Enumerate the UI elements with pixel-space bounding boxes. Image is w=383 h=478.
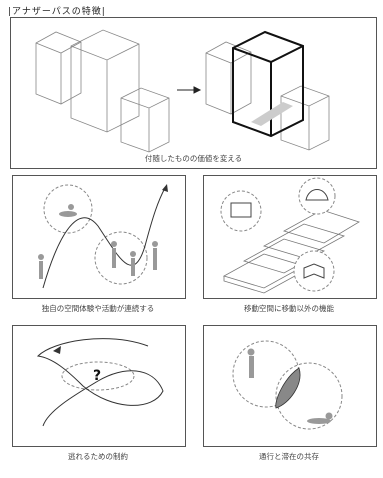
panel-other-functions [203, 175, 377, 299]
panel-coexistence [203, 325, 377, 447]
caption-other-functions: 移動空間に移動以外の機能 [244, 304, 334, 313]
page-title: |アナザーパスの特徴| [8, 7, 106, 17]
caption-escape-constraint: 逃れるための制約 [68, 452, 128, 461]
coexistence-diagram [232, 340, 343, 430]
stairs-diagram [220, 177, 360, 294]
caption-value-change: 付随したものの価値を変える [144, 154, 243, 163]
panel-value-change: 付随したものの価値を変える [10, 17, 377, 169]
panel-escape-constraint: ? [12, 325, 186, 447]
escape-diagram: ? [36, 338, 164, 427]
panel-continuous-experience [12, 175, 186, 299]
path-experience-diagram [38, 184, 168, 289]
caption-continuous-experience: 独自の空間体験や活動が連続する [41, 304, 155, 313]
caption-coexistence: 通行と滞在の共存 [259, 452, 319, 461]
boxes-diagram [35, 29, 330, 153]
question-mark: ? [93, 368, 101, 384]
